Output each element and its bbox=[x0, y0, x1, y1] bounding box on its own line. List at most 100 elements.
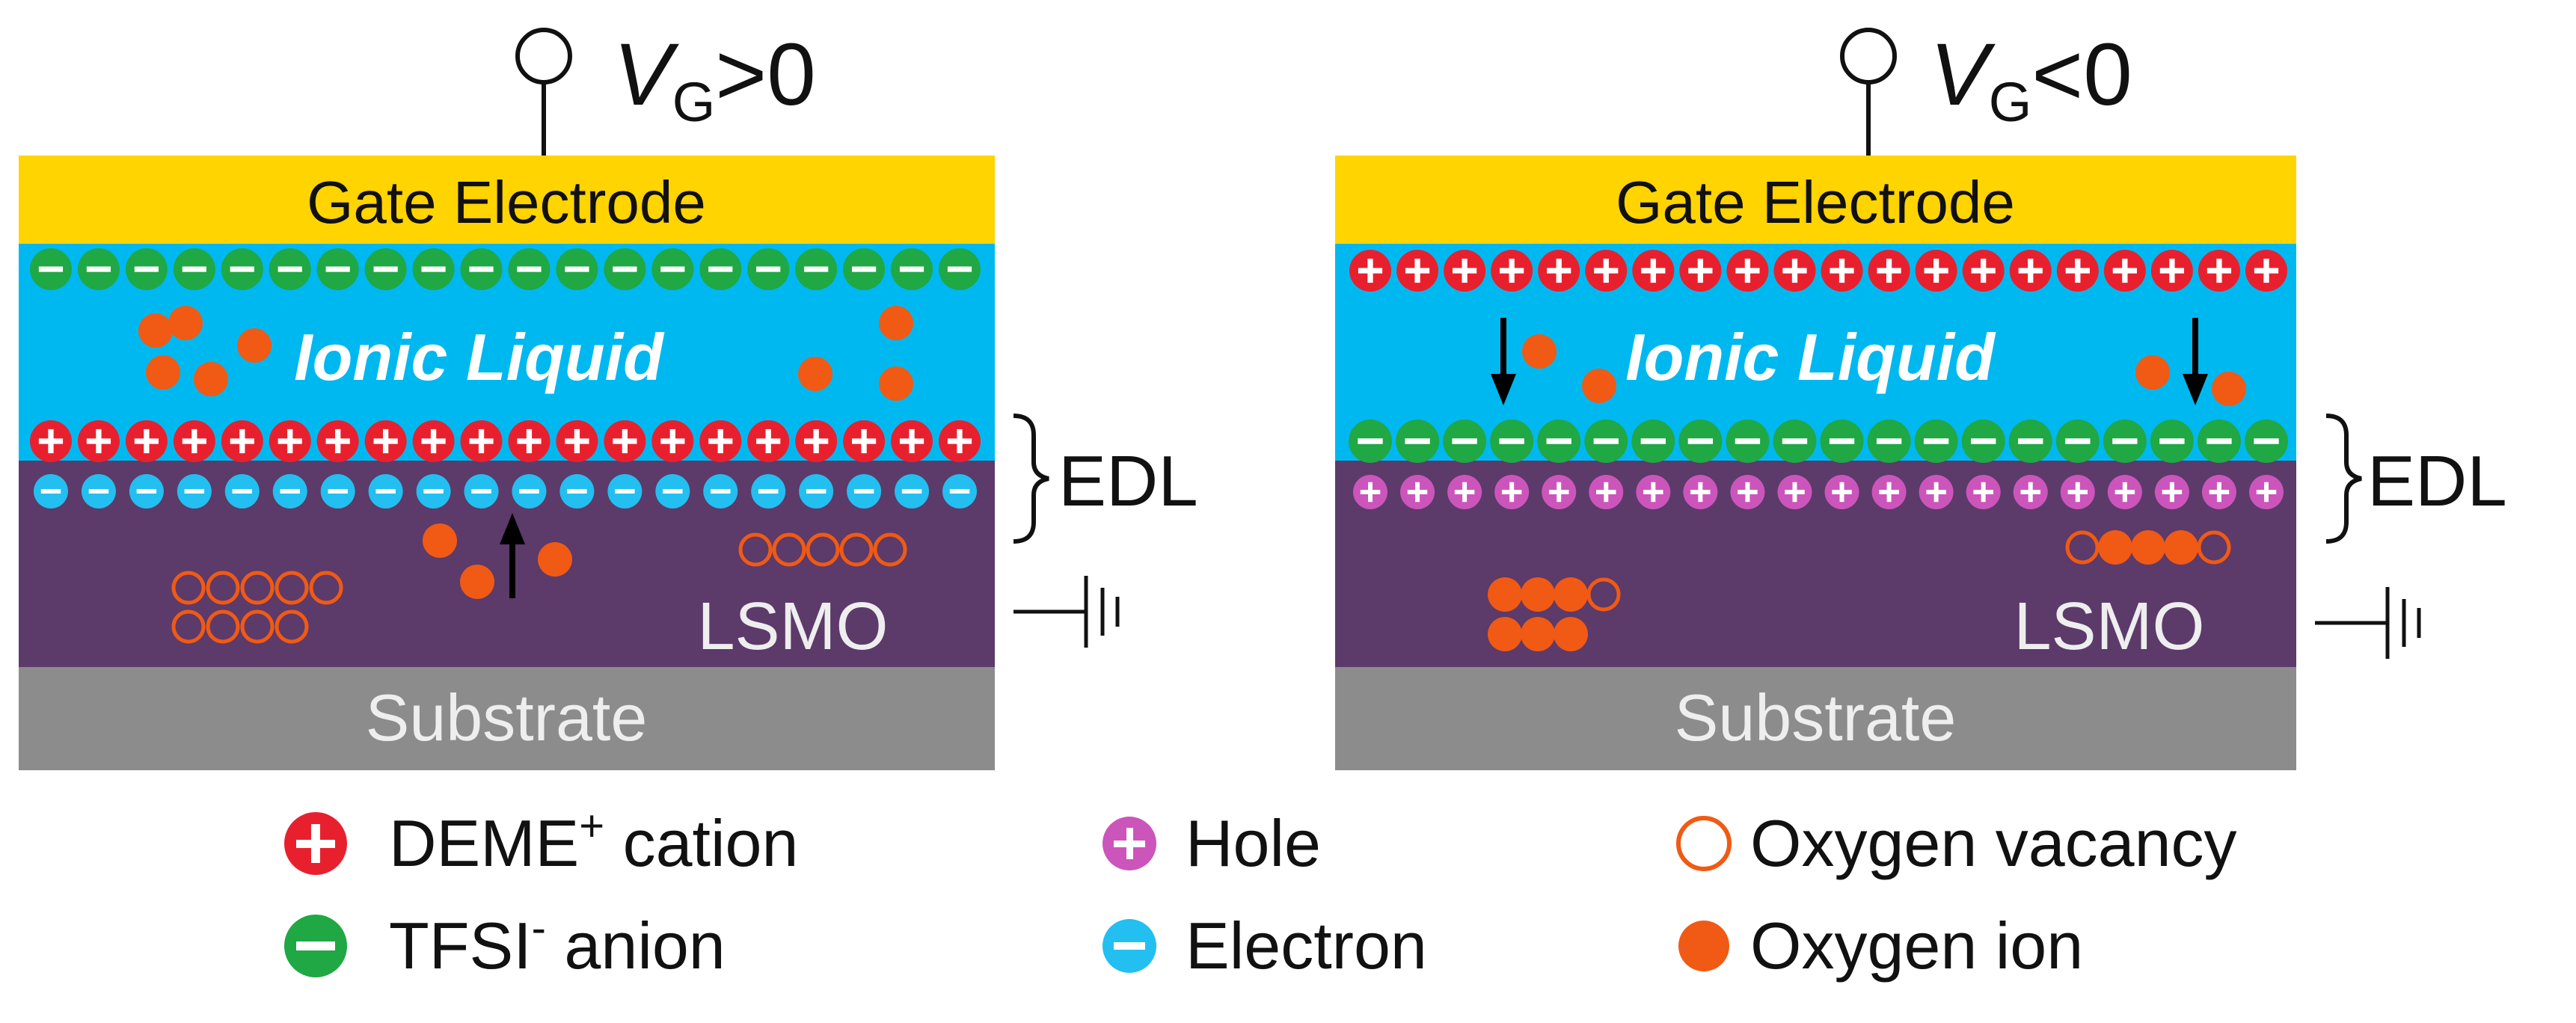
oxygen-ion bbox=[1554, 577, 1588, 612]
gate-electrode-label: Gate Electrode bbox=[307, 169, 706, 236]
hole bbox=[1824, 475, 1859, 509]
deme-cation bbox=[1821, 250, 1863, 292]
hole bbox=[2060, 475, 2095, 509]
hole bbox=[1871, 475, 1907, 509]
hole bbox=[2249, 475, 2284, 509]
deme-cation bbox=[2009, 250, 2052, 292]
tfsi-anion bbox=[1678, 420, 1723, 463]
hole bbox=[1400, 475, 1435, 509]
hole bbox=[1494, 475, 1530, 509]
tfsi-anion bbox=[747, 248, 790, 290]
oxygen-vacancies bbox=[171, 532, 907, 644]
oxygen-vacancy bbox=[206, 609, 240, 644]
substrate-label: Substrate bbox=[366, 681, 648, 755]
tfsi-anion bbox=[460, 248, 503, 290]
electron bbox=[703, 474, 738, 509]
substrate-layer bbox=[1335, 667, 2296, 770]
tfsi-anion-row bbox=[1349, 420, 2288, 463]
oxygen-ion bbox=[168, 306, 203, 340]
oxygen-vacancy bbox=[240, 571, 275, 605]
hole-row bbox=[1353, 475, 2284, 509]
deme-cation bbox=[747, 420, 790, 462]
deme-cation bbox=[795, 420, 838, 462]
oxygen-ion bbox=[879, 366, 913, 401]
svg-text:DEME+ cation: DEME+ cation bbox=[389, 802, 798, 880]
deme-cation bbox=[412, 420, 455, 462]
oxygen-ion bbox=[1522, 334, 1557, 369]
oxygen-vacancy bbox=[2197, 530, 2231, 565]
lsmo-label: LSMO bbox=[2014, 589, 2204, 664]
panel-negative-gate: VG<0 Gate Electrode Ionic Liquid LSMO Su… bbox=[1335, 25, 2507, 770]
ground-icon bbox=[2315, 587, 2421, 659]
electron bbox=[799, 474, 834, 509]
tfsi-anion bbox=[651, 248, 694, 290]
oxygen-vacancy bbox=[2065, 530, 2100, 565]
deme-cation bbox=[173, 420, 215, 462]
oxygen-vacancy-icon bbox=[1676, 816, 1732, 871]
ground-icon bbox=[1013, 576, 1120, 648]
oxygen-vacancy bbox=[171, 609, 206, 644]
edl-label: EDL bbox=[2367, 441, 2507, 521]
tfsi-anion bbox=[2103, 420, 2147, 463]
electron bbox=[272, 474, 307, 509]
legend-item-oxygen-vacancy: Oxygen vacancy bbox=[1676, 806, 2237, 880]
deme-cation bbox=[891, 420, 933, 462]
deme-cation bbox=[30, 420, 72, 462]
hole bbox=[1447, 475, 1482, 509]
hole bbox=[1919, 475, 1954, 509]
deme-cation bbox=[2056, 250, 2099, 292]
oxygen-ion bbox=[1582, 369, 1616, 403]
substrate-layer bbox=[19, 667, 995, 770]
gate-electrode-layer bbox=[1335, 156, 2296, 244]
oxygen-migration-arrow bbox=[2183, 318, 2208, 405]
tfsi-anion bbox=[1961, 420, 2005, 463]
electron bbox=[512, 474, 547, 509]
deme-cation bbox=[1915, 250, 1957, 292]
electron bbox=[368, 474, 403, 509]
oxygen-vacancy bbox=[873, 532, 907, 567]
deme-cation-row bbox=[30, 420, 981, 462]
deme-cation bbox=[77, 420, 120, 462]
hole bbox=[1777, 475, 1812, 509]
tfsi-anion bbox=[699, 248, 742, 290]
electron bbox=[942, 474, 977, 509]
ionic-liquid-label: Ionic Liquid bbox=[1625, 320, 1996, 394]
svg-text:Hole: Hole bbox=[1186, 806, 1321, 880]
deme-cation bbox=[699, 420, 742, 462]
oxygen-ion bbox=[879, 306, 913, 340]
legend-item-electron: Electron bbox=[1103, 909, 1427, 983]
oxygen-ion bbox=[2131, 530, 2165, 565]
deme-cation bbox=[1726, 250, 1769, 292]
hole bbox=[1966, 475, 2001, 509]
deme-cation bbox=[651, 420, 694, 462]
anion-icon bbox=[284, 915, 347, 977]
deme-cation bbox=[843, 420, 886, 462]
deme-cation bbox=[2245, 250, 2287, 292]
tfsi-anion bbox=[1490, 420, 1534, 463]
svg-text:TFSI- anion: TFSI- anion bbox=[389, 904, 726, 983]
legend: DEME+ cation TFSI- anion Hole bbox=[284, 802, 2237, 983]
oxygen-ions bbox=[138, 306, 913, 599]
oxygen-ion bbox=[237, 328, 272, 363]
tfsi-anion bbox=[795, 248, 838, 290]
oxygen-ion bbox=[798, 357, 832, 391]
deme-cation bbox=[2150, 250, 2193, 292]
panel-positive-gate: VG>0 Gate Electrode Ionic Liquid LSMO Su… bbox=[19, 25, 1198, 770]
hole bbox=[2013, 475, 2048, 509]
electron bbox=[177, 474, 212, 509]
oxygen-vacancy bbox=[171, 571, 206, 605]
electron bbox=[751, 474, 786, 509]
hole bbox=[1589, 475, 1624, 509]
oxygen-ion bbox=[1488, 617, 1522, 651]
hole bbox=[1353, 475, 1387, 509]
deme-cation bbox=[1679, 250, 1722, 292]
electron-icon bbox=[1103, 919, 1156, 973]
tfsi-anion-row bbox=[30, 248, 981, 290]
tfsi-anion bbox=[2197, 420, 2241, 463]
oxygen-ion bbox=[194, 362, 228, 396]
hole bbox=[2107, 475, 2142, 509]
deme-cation bbox=[556, 420, 598, 462]
tfsi-anion bbox=[221, 248, 263, 290]
hole bbox=[2201, 475, 2236, 509]
tfsi-anion bbox=[2150, 420, 2194, 463]
